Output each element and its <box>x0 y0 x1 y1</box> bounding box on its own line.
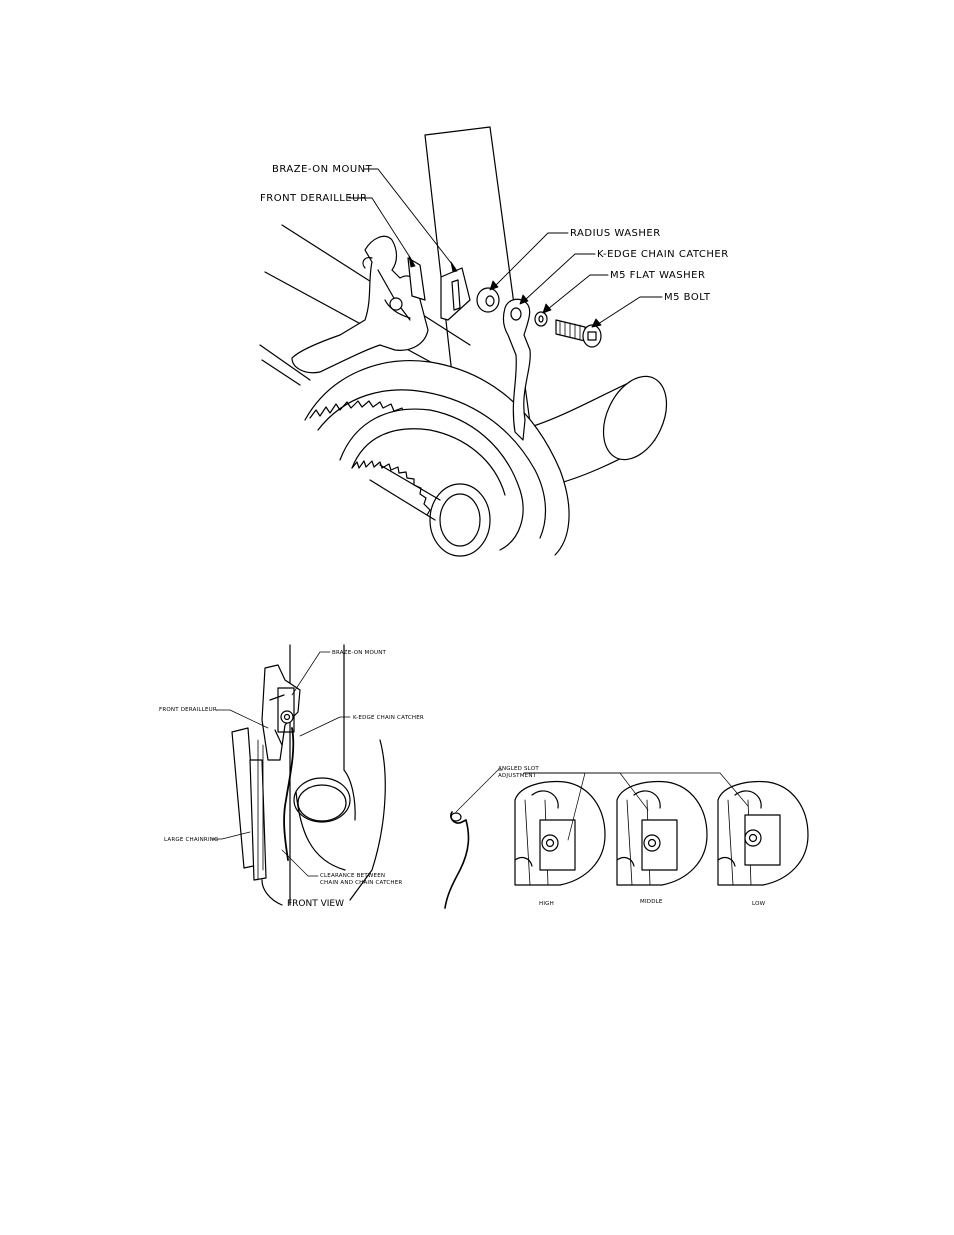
front-derailleur <box>291 235 429 374</box>
fv-label-large-chainring: LARGE CHAINRING <box>164 837 219 843</box>
label-position-middle: MIDDLE <box>640 899 663 905</box>
m5-flat-washer <box>534 311 548 327</box>
adjustment-view: ANGLED SLOT ADJUSTMENT HIGH MIDDLE LOW <box>444 766 809 909</box>
label-flat-washer: M5 FLAT WASHER <box>610 270 705 281</box>
exploded-labels: BRAZE-ON MOUNT FRONT DERAILLEUR RADIUS W… <box>260 164 729 303</box>
fv-label-braze-on-mount: BRAZE-ON MOUNT <box>332 650 387 656</box>
adjustment-labels: ANGLED SLOT ADJUSTMENT HIGH MIDDLE LOW <box>498 766 766 907</box>
crank-spindle <box>369 464 491 557</box>
label-braze-on-mount: BRAZE-ON MOUNT <box>272 164 373 175</box>
k-edge-chain-catcher <box>502 298 531 441</box>
exploded-view: BRAZE-ON MOUNT FRONT DERAILLEUR RADIUS W… <box>259 126 729 557</box>
detail-middle <box>616 780 708 886</box>
label-radius-washer: RADIUS WASHER <box>570 228 661 239</box>
fv-label-chain-catcher: K-EDGE CHAIN CATCHER <box>353 715 424 721</box>
label-angled-slot-1: ANGLED SLOT <box>498 766 539 772</box>
detail-high <box>514 780 606 886</box>
exploded-leaders <box>348 168 663 328</box>
chain-catcher-profile <box>444 811 470 909</box>
detail-low <box>717 780 809 886</box>
front-view: BRAZE-ON MOUNT FRONT DERAILLEUR K-EDGE C… <box>159 644 424 909</box>
front-view-title: FRONT VIEW <box>287 899 344 909</box>
radius-washer <box>476 287 500 313</box>
label-chain-catcher: K-EDGE CHAIN CATCHER <box>597 249 729 260</box>
label-position-high: HIGH <box>539 901 554 907</box>
fv-label-front-derailleur: FRONT DERAILLEUR <box>159 707 217 713</box>
label-bolt: M5 BOLT <box>664 292 711 303</box>
label-position-low: LOW <box>752 901 766 907</box>
label-angled-slot-2: ADJUSTMENT <box>498 773 537 779</box>
braze-on-mount <box>440 267 471 321</box>
front-view-labels: BRAZE-ON MOUNT FRONT DERAILLEUR K-EDGE C… <box>159 650 424 909</box>
fv-label-clearance-1: CLEARANCE BETWEEN <box>320 873 385 879</box>
label-front-derailleur: FRONT DERAILLEUR <box>260 193 367 204</box>
m5-bolt <box>555 319 602 348</box>
front-view-leaders <box>211 651 351 877</box>
fv-label-clearance-2: CHAIN AND CHAIN CATCHER <box>320 880 402 886</box>
adjustment-leaders <box>455 769 749 841</box>
